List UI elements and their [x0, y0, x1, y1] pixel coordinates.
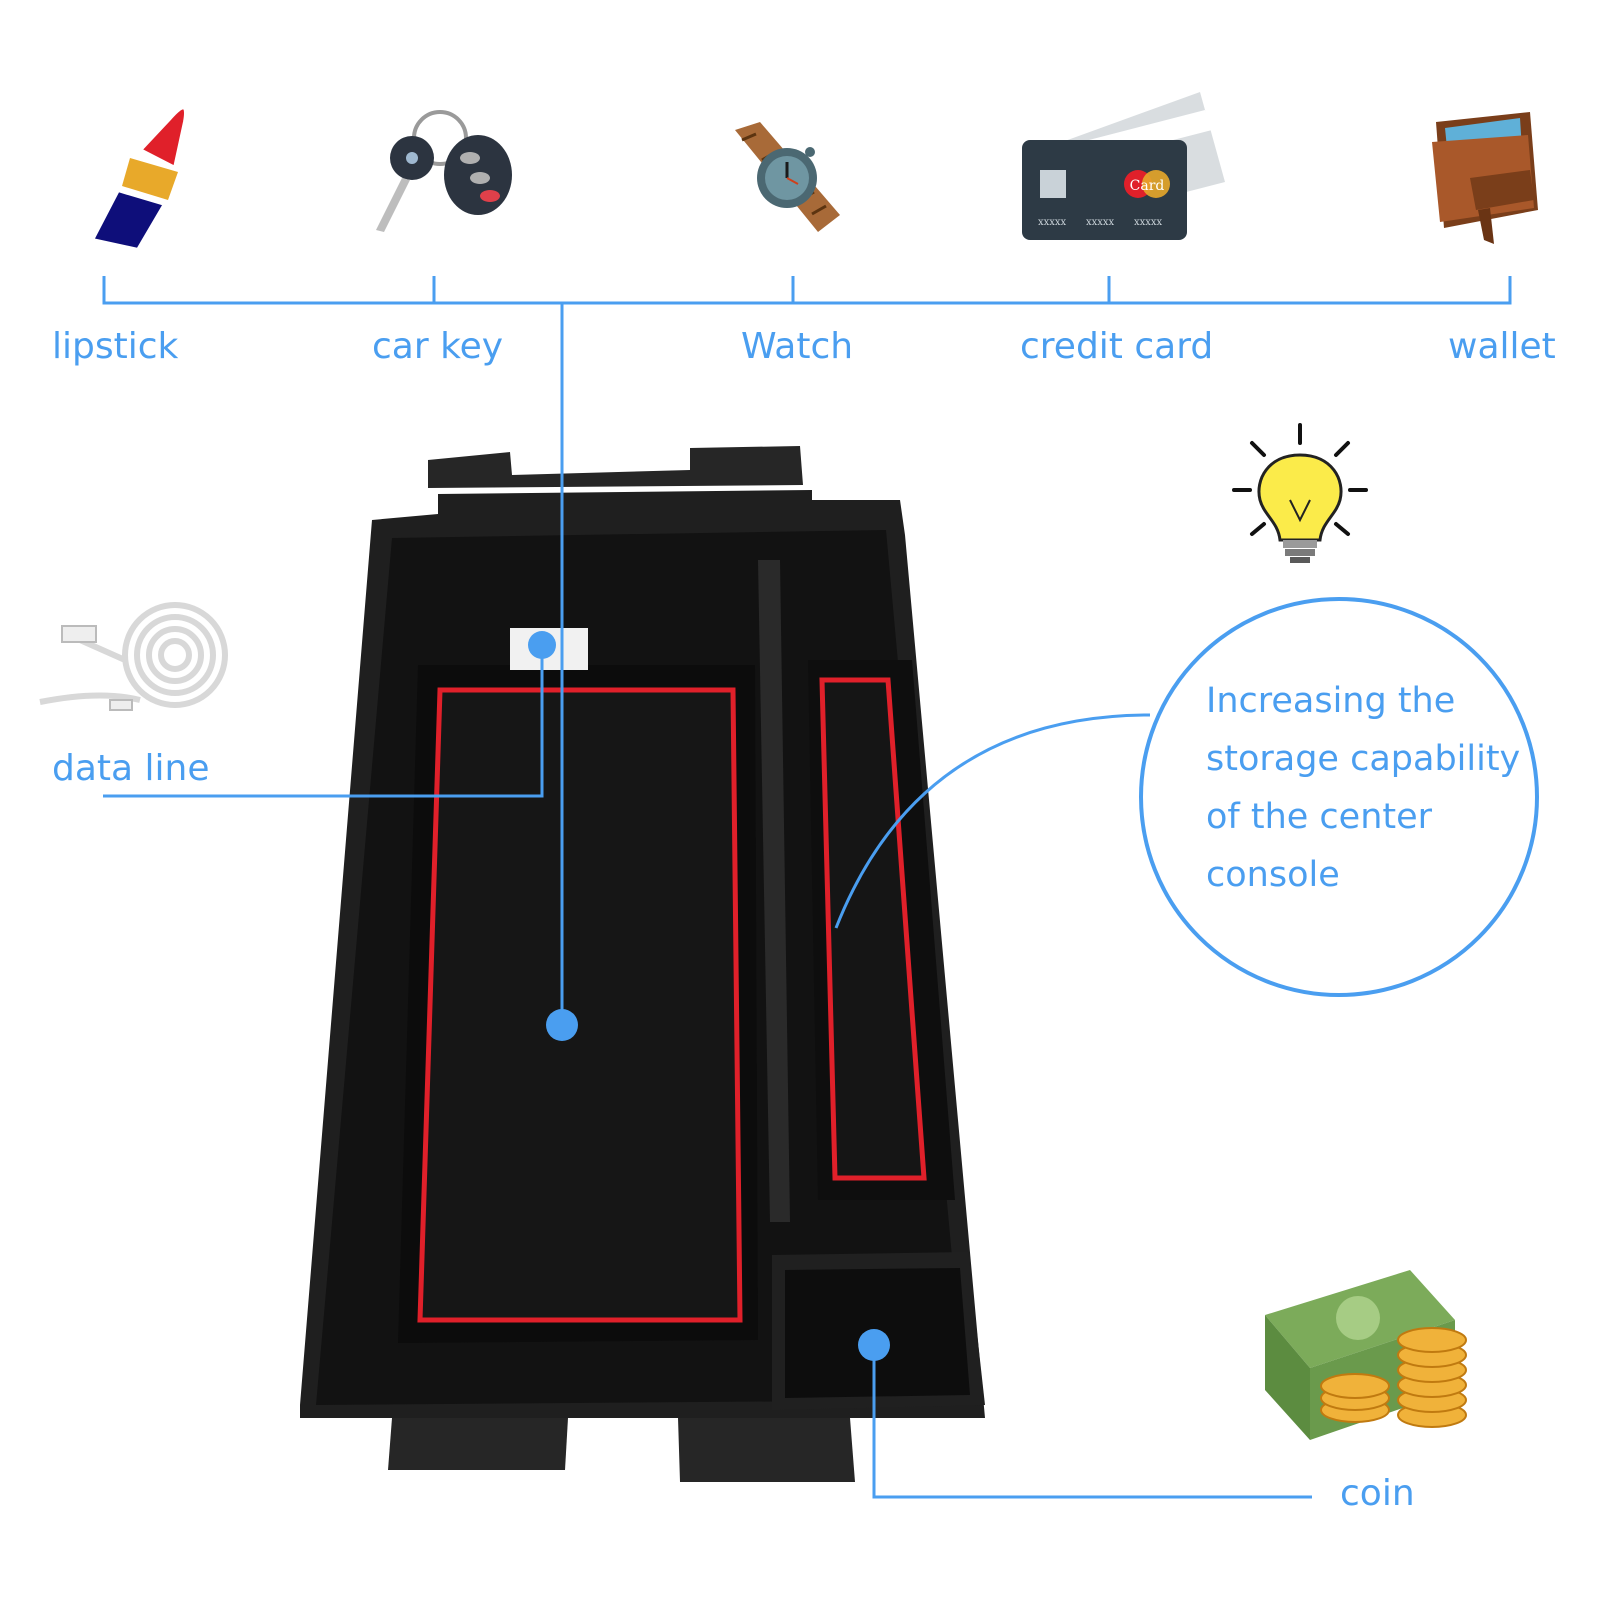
label-coin: coin	[1340, 1473, 1415, 1514]
label-credit-card: credit card	[1020, 326, 1214, 367]
label-lipstick: lipstick	[52, 326, 179, 367]
label-wallet: wallet	[1448, 326, 1556, 367]
credit-card-icon: Card xxxxx xxxxx xxxxx	[1022, 92, 1225, 240]
connector-lines	[102, 276, 1539, 1499]
money-icon	[1265, 1270, 1467, 1440]
callout-line-3: of the center	[1206, 797, 1433, 837]
card-number-3: xxxxx	[1134, 217, 1163, 228]
label-data-line: data line	[52, 748, 210, 789]
storage-callout-text: Increasing the storage capability of the…	[1206, 672, 1546, 904]
label-watch: Watch	[741, 326, 854, 367]
callout-line-1: Increasing the	[1206, 681, 1456, 721]
card-number-1: xxxxx	[1038, 217, 1067, 228]
callout-line-2: storage capability	[1206, 739, 1521, 779]
watch-icon	[735, 122, 840, 232]
card-brand-text: Card	[1130, 178, 1165, 194]
car-key-icon	[376, 110, 512, 232]
lightbulb-icon	[1232, 423, 1368, 563]
console-tray-image	[300, 446, 985, 1482]
wallet-icon	[1432, 112, 1538, 244]
callout-line-4: console	[1206, 855, 1340, 895]
marker-dot-coin-cup	[858, 1329, 890, 1361]
marker-dot-card-slot	[528, 631, 556, 659]
lipstick-icon	[89, 105, 188, 253]
label-car-key: car key	[372, 326, 504, 367]
card-number-2: xxxxx	[1086, 217, 1115, 228]
cable-icon	[39, 602, 228, 711]
marker-dot-main-compartment	[546, 1009, 578, 1041]
